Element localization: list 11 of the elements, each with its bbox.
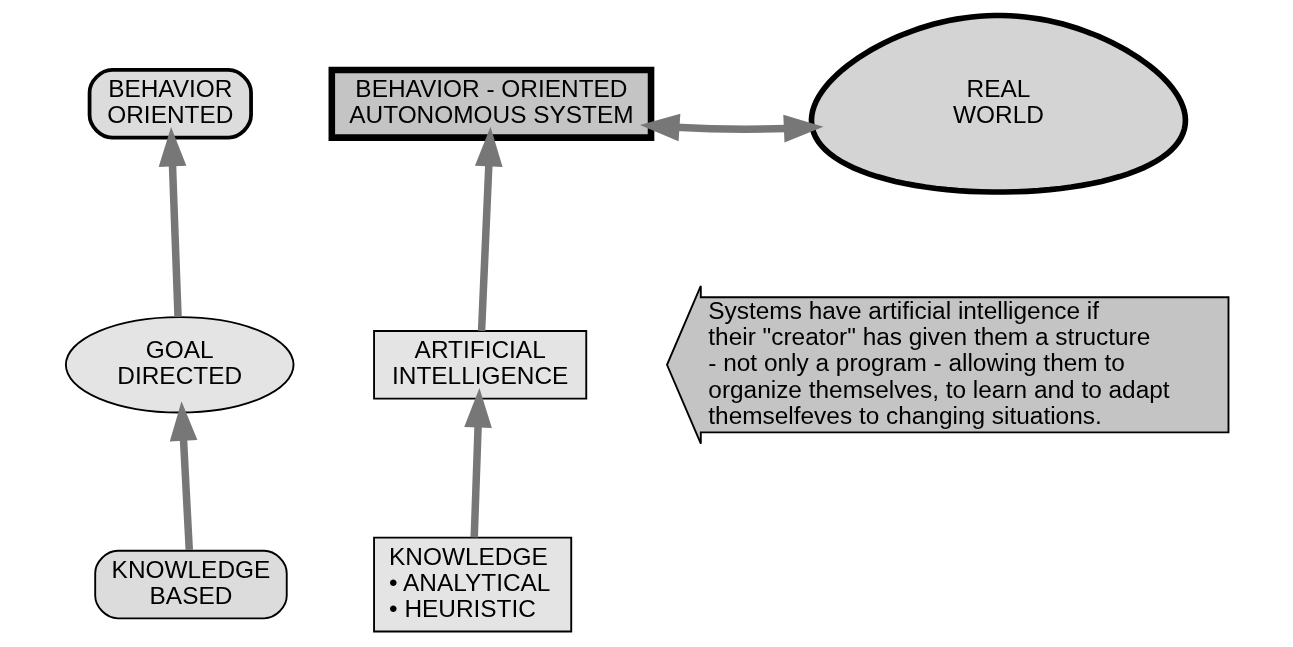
node-box: ARTIFICIAL INTELLIGENCE (372, 330, 587, 400)
node-box: KNOWLEDGE BASED (93, 549, 288, 620)
arrow (639, 113, 823, 143)
node-box: KNOWLEDGE • ANALYTICAL • HEURISTIC (372, 536, 572, 633)
node-box: BEHAVIOR ORIENTED (87, 68, 253, 140)
node-box: BEHAVIOR - ORIENTED AUTONOMOUS SYSTEM (328, 66, 654, 141)
arrow (474, 126, 503, 332)
arrow (463, 387, 492, 538)
arrow (169, 401, 197, 551)
arrow (158, 126, 186, 318)
node-ellipse: GOAL DIRECTED (64, 316, 294, 414)
